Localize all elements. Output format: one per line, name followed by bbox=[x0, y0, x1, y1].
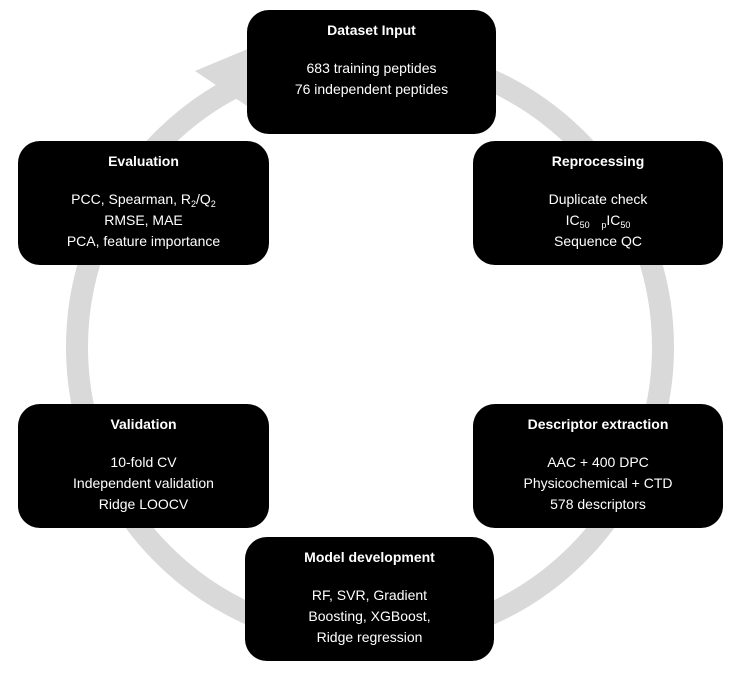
validation-line-loocv: Ridge LOOCV bbox=[98, 496, 189, 512]
evaluation-line-metrics: PCC, Spearman, R2/Q2 bbox=[18, 189, 269, 210]
model-development-box: Model development RF, SVR, Gradient Boos… bbox=[245, 537, 494, 661]
reprocessing-box: Reprocessing Duplicate check IC50 pIC50 … bbox=[473, 141, 723, 265]
evaluation-title: Evaluation bbox=[108, 153, 179, 169]
model-line-1: RF, SVR, Gradient bbox=[311, 587, 428, 603]
descriptor-line-count: 578 descriptors bbox=[550, 496, 646, 512]
evaluation-metrics-text: PCC, Spearman, R bbox=[71, 191, 191, 207]
dataset-input-box: Dataset Input 683 training peptides 76 i… bbox=[247, 10, 496, 134]
pic50-prefix: p bbox=[601, 220, 607, 230]
descriptor-extraction-title: Descriptor extraction bbox=[527, 416, 669, 432]
dataset-line-independent: 76 independent peptides bbox=[294, 81, 449, 97]
validation-title: Validation bbox=[110, 416, 177, 432]
descriptor-line-aac: AAC + 400 DPC bbox=[547, 454, 649, 470]
q2-subscript: 2 bbox=[210, 199, 216, 209]
reprocessing-title: Reprocessing bbox=[551, 153, 645, 169]
evaluation-box: Evaluation PCC, Spearman, R2/Q2 RMSE, MA… bbox=[18, 141, 269, 265]
reprocessing-line-qc: Sequence QC bbox=[554, 233, 642, 249]
validation-line-cv: 10-fold CV bbox=[110, 454, 177, 470]
evaluation-line-pca: PCA, feature importance bbox=[66, 233, 221, 249]
reprocessing-line-ic50: IC50 pIC50 bbox=[473, 210, 723, 231]
model-line-2: Boosting, XGBoost, bbox=[308, 608, 431, 624]
reprocessing-line-duplicate: Duplicate check bbox=[548, 191, 648, 207]
ic50-subscript: 50 bbox=[579, 220, 590, 230]
model-development-title: Model development bbox=[304, 549, 435, 565]
validation-line-independent: Independent validation bbox=[73, 475, 214, 491]
ic50-label: IC bbox=[565, 212, 580, 228]
model-line-3: Ridge regression bbox=[316, 629, 423, 645]
pic50-label: IC bbox=[606, 212, 621, 228]
dataset-input-title: Dataset Input bbox=[327, 22, 416, 38]
descriptor-extraction-box: Descriptor extraction AAC + 400 DPC Phys… bbox=[473, 404, 723, 528]
evaluation-line-errors: RMSE, MAE bbox=[104, 212, 183, 228]
q-label: /Q bbox=[196, 191, 211, 207]
ic50-separator bbox=[590, 212, 602, 228]
dataset-line-training: 683 training peptides bbox=[306, 60, 437, 76]
validation-box: Validation 10-fold CV Independent valida… bbox=[18, 404, 269, 528]
r2-subscript: 2 bbox=[191, 199, 197, 209]
descriptor-line-physchem: Physicochemical + CTD bbox=[523, 475, 673, 491]
pic50-subscript: 50 bbox=[620, 220, 631, 230]
cycle-arrowhead bbox=[195, 48, 250, 108]
